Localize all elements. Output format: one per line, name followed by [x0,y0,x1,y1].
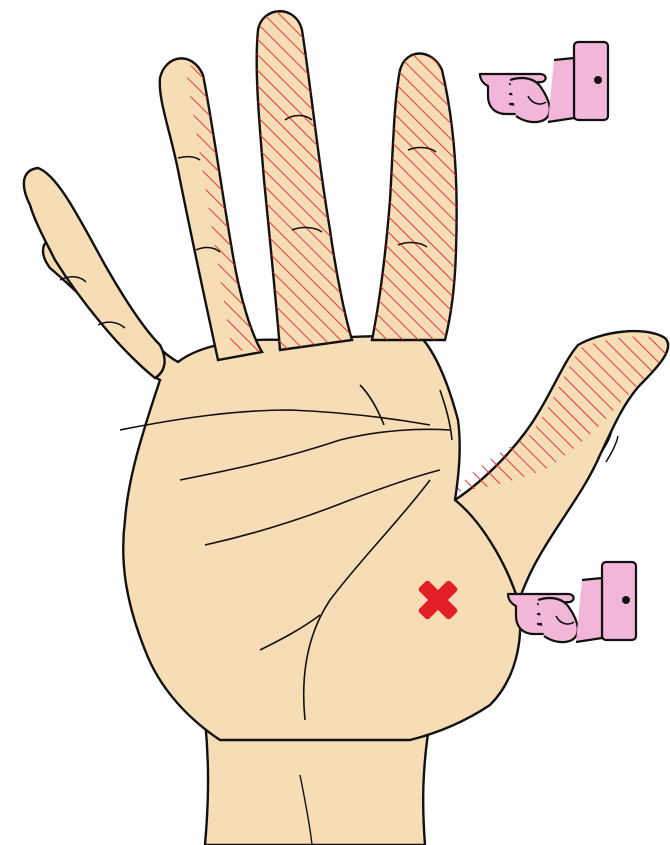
pointing-hand-icon [480,42,608,122]
little-finger [24,168,165,378]
ring-finger-hatch [372,54,457,341]
middle-finger-hatch [257,11,352,350]
